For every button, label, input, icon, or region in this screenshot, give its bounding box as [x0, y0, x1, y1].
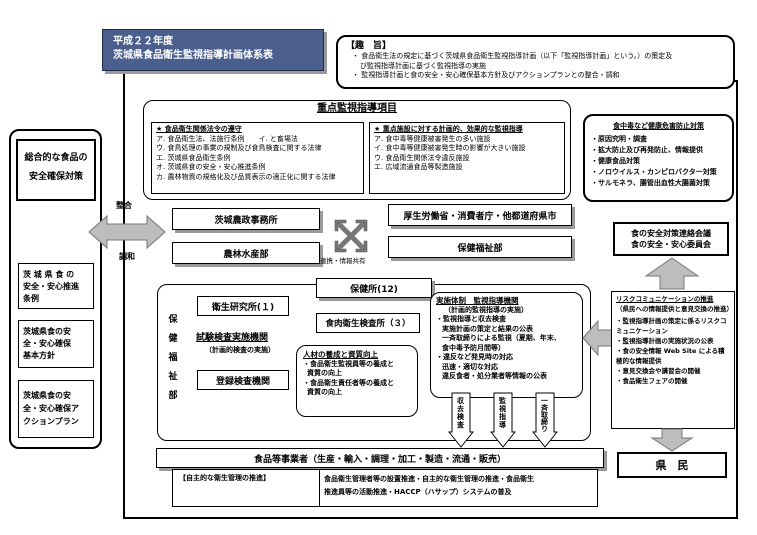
- down-arrow-icon: [650, 428, 694, 452]
- down-arrow-icon: [532, 392, 558, 448]
- risk-comm-sub: （県民への情報提供と意見交換の推進）: [616, 304, 733, 313]
- focus-right-heading: ★ 重点施設に対する計画的、効果的な監視指導: [374, 125, 523, 133]
- frame-line-right: [736, 80, 738, 519]
- down-arrow-icon: [490, 392, 516, 448]
- meat-inspection-box: 食肉衛生検査所（３）: [316, 313, 420, 333]
- business-label: 【自主的な衛生管理の推進】: [179, 474, 270, 482]
- health-dept-box: 保健福祉部: [388, 236, 572, 258]
- list-item: イ. 食中毒等健康被害発生時の影響が大きい施設: [374, 144, 526, 152]
- list-item: 食中毒予防月間等）: [442, 343, 505, 352]
- purpose-item: び監視指導計画に基づく監視指導の実施: [360, 61, 486, 70]
- list-item: 一斉取締りによる監視（夏期、年末、: [442, 334, 561, 342]
- list-item: オ. 茨城県食の安全・安心推進条例: [156, 163, 266, 171]
- testing-org-heading: 試験検査実施機関: [196, 333, 269, 343]
- focus-items-heading: 重点監視指導項目: [317, 103, 397, 114]
- health-center-box: 保健所(12): [316, 278, 432, 298]
- list-item: ア. 食中毒等健康被害発生の多い施設: [374, 134, 491, 143]
- list-item: カ. 農林物資の規格化及び品質表示の適正化に関する法律: [156, 172, 336, 181]
- agri-dept-box: 農林水産部: [172, 242, 320, 264]
- registered-lab-box: 登録検査機関: [197, 370, 289, 390]
- down-arrow-label: 一斉取締り: [540, 397, 549, 432]
- ibaraki-office-box: 茨城農政事務所: [172, 208, 320, 230]
- double-arrow-icon: [88, 214, 166, 250]
- list-item: 資質の向上: [307, 388, 342, 396]
- down-arrow-label: 監視指導: [498, 397, 507, 429]
- business-heading-box: 食品等事業者（生産・輸入・調理・加工・製造・流通・販売）: [156, 448, 604, 468]
- basic-policy-box: 茨城県食の安 全・安心確保 基本方針: [18, 320, 94, 368]
- purpose-item: ・ 食品衛生法の規定に基づく茨城県食品衛生監視指導計画（以下「監視指導計画」とい…: [352, 52, 673, 60]
- list-item: ・監視指導計画の実施状況の公表: [616, 337, 714, 345]
- list-item: ・食品衛生責任者等の養成と: [303, 378, 394, 387]
- list-item: ・拡大防止及び再発防止、情報提供: [591, 145, 703, 154]
- list-item: ・違反など発見時の対応: [436, 353, 513, 361]
- list-item: ・監視指導と収去検査: [436, 315, 506, 323]
- training-heading: 人材の養成と資質向上: [303, 350, 378, 359]
- list-item: エ. 広域流通食品等製造施設: [374, 163, 463, 171]
- mhlw-box: 厚生労働省・消費者庁・他都道府県市: [388, 204, 572, 226]
- four-way-arrow-icon: [334, 219, 368, 253]
- list-item: 違反食者・処分業者等情報の公表: [442, 372, 547, 380]
- focus-left-heading: ★ 食品衛生関係法令の遵守: [156, 125, 242, 133]
- list-item: ・健康食品対策: [591, 156, 640, 165]
- enforcement-sub: （計画的監視指導の実施）: [444, 305, 528, 314]
- council-box: 食の安全対策連絡会議 食の安全・安心委員会: [613, 222, 729, 256]
- list-item: ・監視指導計画の策定に係るリスクコミュニケーション: [616, 317, 727, 335]
- purpose-item: ・ 監視指導計画と食の安全・安心確保基本方針及びアクションプランとの整合・調和: [352, 71, 620, 79]
- list-item: 資質の向上: [307, 369, 342, 377]
- health-measures-box: 食中毒など健康危害防止対策 ・原因究明・調査 ・拡大防止及び再発防止、情報提供 …: [583, 114, 734, 202]
- list-item: ・サルモネラ、腸管出血性大腸菌対策: [591, 178, 710, 187]
- testing-org-sub: （計画的検査の実施）: [205, 346, 275, 354]
- page-title-year: 平成２２年度: [113, 36, 173, 47]
- action-plan-box: 茨城県食の安 全・安心確保ア クションプラン: [18, 380, 94, 438]
- list-item: ・食品衛生監視員等の養成と: [303, 359, 394, 368]
- health-measures-heading: 食中毒など健康危害防止対策: [613, 122, 704, 130]
- list-item: ウ. 食鳥処理の事業の規制及び食鳥検査に関する法律: [156, 144, 322, 152]
- business-label-box: 【自主的な衛生管理の推進】: [172, 469, 320, 507]
- coop-label: 連携・情報共有: [320, 257, 366, 265]
- list-item: 実施計画の策定と結果の公表: [442, 324, 533, 333]
- risk-comm-box: リスクコミュニケーションの推進 （県民への情報提供と意見交換の推進） ・監視指導…: [611, 291, 735, 429]
- purpose-box: 【趣 旨】 ・ 食品衛生法の規定に基づく茨城県食品衛生監視指導計画（以下「監視指…: [336, 35, 735, 89]
- arrow-label-bottom: 調和: [119, 252, 135, 261]
- list-item: ・原因究明・調査: [591, 134, 647, 143]
- list-item: ・ノロウイルス・カンピロバクター対策: [591, 167, 717, 176]
- frame-line-bottom: [123, 517, 738, 519]
- left-arrow-icon: [582, 319, 614, 357]
- comprehensive-measures-title: 総合的な食品の: [24, 153, 88, 163]
- health-welfare-vertical: 保健福祉部: [160, 290, 184, 432]
- page-title: 茨城県食品衛生監視指導計画体系表: [113, 50, 273, 61]
- purpose-heading: 【趣 旨】: [346, 41, 392, 51]
- training-box: 人材の養成と資質向上 ・食品衛生監視員等の養成と 資質の向上 ・食品衛生責任者等…: [296, 345, 418, 417]
- list-item: エ. 茨城県食品衛生条例: [156, 153, 231, 162]
- enforcement-heading: 実施体制 監視指導機関: [436, 296, 519, 305]
- ordinance-box: 茨 城 県 食 の 安全・安心推進 条例: [18, 263, 94, 309]
- list-item: ウ. 食品衛生関係法令違反施設: [374, 153, 470, 162]
- down-arrow-icon: [448, 392, 474, 448]
- list-item: ア. 食品衛生法、法施行条例 イ. と畜場法: [156, 134, 298, 143]
- frame-line-left: [123, 72, 125, 519]
- citizens-box: 県 民: [617, 452, 727, 478]
- enforcement-box: 実施体制 監視指導機関 （計画的監視指導の実施） ・監視指導と収去検査 実施計画…: [430, 292, 583, 398]
- frame-line-top: [123, 72, 141, 74]
- list-item: 迅速・適切な対応: [442, 362, 498, 371]
- comprehensive-measures-box: 総合的な食品の 安全確保対策: [16, 139, 96, 201]
- business-desc: 食品衛生管理者等の設置推進・自主的な衛生管理の推進・食品衛生 推進員等の活動推進…: [324, 475, 534, 496]
- up-arrow-icon: [644, 257, 700, 290]
- comprehensive-measures-title: 安全確保対策: [28, 172, 83, 182]
- page-title-box: 平成２２年度 茨城県食品衛生監視指導計画体系表: [102, 29, 324, 71]
- list-item: ・食品衛生フェアの開催: [616, 377, 688, 385]
- list-item: ・食の安全情報 Web Site による積極的な情報提供: [616, 347, 725, 365]
- focus-right-box: ★ 重点施設に対する計画的、効果的な監視指導 ア. 食中毒等健康被害発生の多い施…: [369, 122, 565, 194]
- focus-left-box: ★ 食品衛生関係法令の遵守 ア. 食品衛生法、法施行条例 イ. と畜場法 ウ. …: [151, 122, 364, 194]
- down-arrow-label: 収去検査: [456, 397, 465, 429]
- risk-comm-heading: リスクコミュニケーションの推進: [616, 295, 714, 303]
- list-item: ・意見交換会や講習会の開催: [616, 367, 701, 375]
- research-institute-box: 衛生研究所(１): [197, 296, 289, 316]
- arrow-label-top: 整合: [116, 201, 132, 210]
